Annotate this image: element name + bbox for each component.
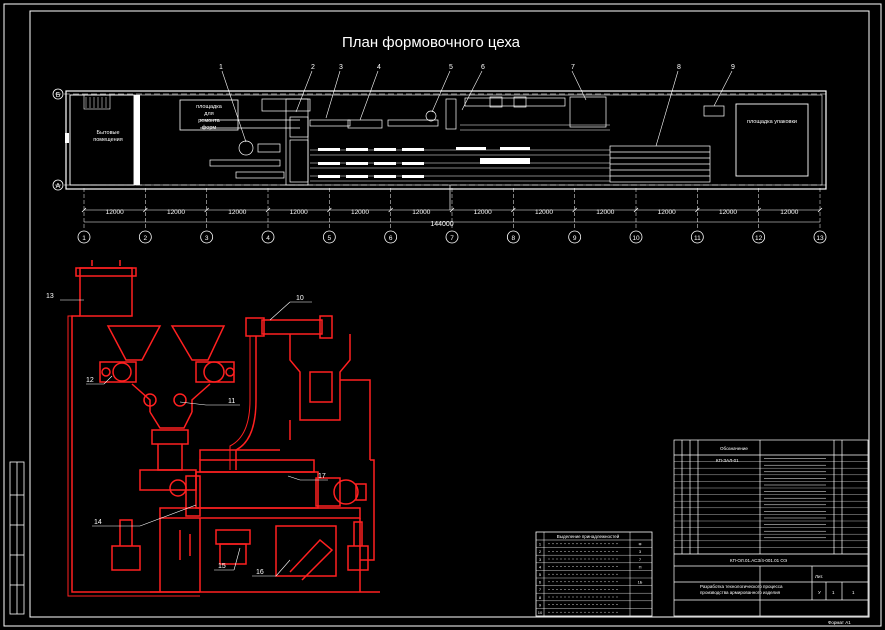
spec-header: Обозначение: [720, 446, 748, 451]
axis-col-marker: [384, 230, 398, 244]
span-label: 12000: [535, 209, 553, 216]
axis-col-label: 7: [450, 235, 454, 242]
axis-col-marker: [138, 230, 152, 244]
span-label: 12000: [412, 209, 430, 216]
room-packing-label: площадка упаковки: [747, 119, 797, 125]
span-label: 12000: [167, 209, 185, 216]
legend-row-value: П: [639, 564, 642, 569]
desc-1: Разработка технологического процесса: [700, 584, 783, 589]
legend-row-number: 4: [539, 564, 542, 569]
plan-callout-8: 8: [677, 64, 681, 71]
axis-col-marker: [568, 230, 582, 244]
plan-callout-1: 1: [219, 64, 223, 71]
plan-callout-4: 4: [377, 64, 381, 71]
sheet-val-2: 1: [832, 590, 835, 595]
axis-col-marker: [690, 230, 704, 244]
title-block: [673, 439, 869, 617]
span-label: 12000: [351, 209, 369, 216]
legend-row-number: 9: [539, 602, 542, 607]
legend-row-number: 2: [539, 549, 542, 554]
axis-col-marker: [200, 230, 214, 244]
span-label: 12000: [474, 209, 492, 216]
axis-row-b: Б: [56, 92, 61, 99]
eq-callout-12: 12: [86, 377, 94, 384]
axis-col-label: 11: [694, 235, 701, 242]
legend-row-number: 6: [539, 580, 542, 585]
page-title: План формовочного цеха: [342, 34, 521, 51]
axis-col-marker: [261, 230, 275, 244]
inner-frame: [29, 10, 870, 618]
axis-col-marker: [813, 230, 827, 244]
eq-callout-14: 14: [94, 519, 102, 526]
axis-col-label: 6: [389, 235, 393, 242]
outer-frame: [3, 3, 882, 627]
eq-callout-17: 17: [318, 473, 326, 480]
sheet-val-3: 1: [852, 590, 855, 595]
span-label: 12000: [658, 209, 676, 216]
eq-callout-15: 15: [218, 563, 226, 570]
sheet-label: Лит.: [815, 574, 823, 579]
legend-row-number: 7: [539, 587, 542, 592]
legend-row-number: 5: [539, 572, 542, 577]
legend-row-number: 3: [539, 557, 542, 562]
axis-col-label: 5: [328, 235, 332, 242]
span-label: 12000: [719, 209, 737, 216]
axis-col-label: 10: [632, 235, 640, 242]
equipment-diagram: [67, 260, 380, 597]
axis-col-marker: [752, 230, 766, 244]
eq-callout-11: 11: [228, 398, 235, 405]
plan-callout-3: 3: [339, 64, 343, 71]
legend-row-value: 7: [639, 557, 642, 562]
axis-col-marker: [322, 230, 336, 244]
format-label: Формат А1: [828, 620, 851, 625]
span-label: 12000: [290, 209, 308, 216]
legend-row-value: 3: [639, 549, 642, 554]
legend-row-number: 10: [538, 610, 543, 615]
span-label: 12000: [106, 209, 124, 216]
side-stamp: [9, 461, 25, 615]
plan-callout-7: 7: [571, 64, 575, 71]
axis-col-label: 12: [755, 235, 763, 242]
legend-row-number: 8: [539, 595, 542, 600]
legend-row-value: 1Б: [638, 580, 643, 585]
repair-area: [179, 99, 239, 131]
total-length: 144000: [430, 221, 453, 228]
plan-callout-2: 2: [311, 64, 315, 71]
legend-row-number: 1: [539, 542, 542, 547]
desc-2: производства армированного изделия: [700, 590, 781, 595]
axis-col-marker: [445, 230, 459, 244]
axis-col-label: 9: [573, 235, 577, 242]
axis-col-label: 1: [82, 235, 86, 242]
axis-col-label: 3: [205, 235, 209, 242]
spec-code: КП-ЗАЛ-01: [716, 458, 739, 463]
eq-callout-13: 13: [46, 293, 54, 300]
axis-row-a: А: [56, 183, 61, 190]
sheet-val-1: У: [818, 590, 821, 595]
axis-col-label: 13: [816, 235, 824, 242]
eq-callout-10: 10: [296, 295, 304, 302]
doc-code: КП-ОЛ.01.АСЗ/4-001.01 ОЭ: [730, 558, 788, 563]
span-label: 12000: [596, 209, 614, 216]
axis-col-marker: [506, 230, 520, 244]
legend-row-value: Ф: [638, 542, 641, 547]
plan-callout-6: 6: [481, 64, 485, 71]
axis-col-label: 4: [266, 235, 270, 242]
plan-callout-5: 5: [449, 64, 453, 71]
plan-callout-9: 9: [731, 64, 735, 71]
legend-header: Выделение принадлежностей: [557, 533, 620, 539]
eq-callout-16: 16: [256, 569, 264, 576]
axis-col-marker: [629, 230, 643, 244]
axis-col-label: 8: [512, 235, 516, 242]
axis-col-label: 2: [144, 235, 148, 242]
legend-table: Выделение принадлежностей 1 Ф 2 3 3 7 4 П 5 6 1Б 7 8…: [535, 531, 653, 617]
packing-area: [735, 103, 809, 177]
span-label: 12000: [228, 209, 246, 216]
axis-col-marker: [77, 230, 91, 244]
span-label: 12000: [780, 209, 798, 216]
